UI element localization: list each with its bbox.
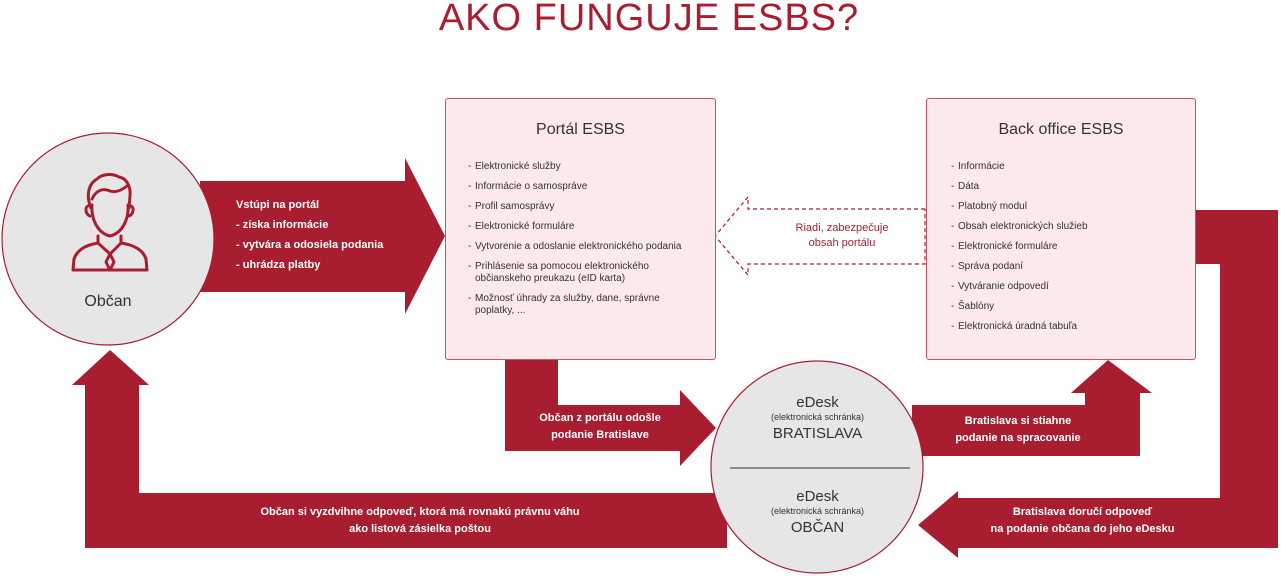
list-item: Možnosť úhrady za služby, dane, správne … (468, 293, 670, 317)
list-item: Platobný modul (951, 201, 1176, 213)
pickup-line: Občan si vyzdvihne odpoveď, ktorá má rov… (260, 506, 580, 518)
list-item: Prihlásenie sa pomocou elektronického ob… (468, 261, 670, 285)
list-item: Elektronické formuláre (468, 221, 693, 233)
backoffice-title: Back office ESBS (998, 121, 1124, 138)
enter-portal-item: - vytvára a odosiela podania (236, 239, 384, 251)
edesk-citizen: eDesk (elektronická schránka) OBČAN (740, 488, 895, 539)
portal-items: Elektronické služby Informácie o samospr… (468, 161, 693, 317)
person-icon (71, 173, 149, 272)
arrow-send-to-bratislava (505, 360, 716, 466)
send-line: podanie Bratislave (551, 429, 649, 441)
enter-portal-item: - uhrádza platby (236, 259, 321, 271)
list-item: Elektronické formuláre (951, 241, 1176, 253)
edesk-subtitle: (elektronická schránka) (770, 506, 865, 516)
citizen-label: Občan (84, 293, 132, 310)
send-line: Občan z portálu odošle (539, 412, 661, 424)
arrow-enter-portal (200, 158, 445, 314)
edesk-name: eDesk (796, 488, 839, 505)
list-item: Vytváranie odpovedí (951, 281, 1176, 293)
enter-portal-label: Vstúpi na portál - získa informácie - vy… (236, 195, 383, 275)
arrow-manage-content (714, 195, 926, 277)
list-item: Elektronické služby (468, 161, 693, 173)
fetch-line: podanie na spracovanie (955, 432, 1081, 444)
deliver-label: Bratislava doručí odpoveď na podanie obč… (970, 504, 1195, 538)
fetch-label: Bratislava si stiahne podanie na spracov… (928, 413, 1108, 447)
list-item: Šablóny (951, 301, 1176, 313)
backoffice-box: Back office ESBS Informácie Dáta Platobn… (926, 98, 1196, 360)
list-item: Vytvorenie a odoslanie elektronického po… (468, 241, 693, 253)
deliver-line: Bratislava doručí odpoveď (1012, 506, 1153, 518)
portal-box: Portál ESBS Elektronické služby Informác… (445, 98, 716, 360)
edesk-circle (710, 360, 924, 574)
backoffice-items: Informácie Dáta Platobný modul Obsah ele… (951, 161, 1176, 333)
list-item: Informácie o samospráve (468, 181, 693, 193)
citizen-circle (1, 132, 215, 346)
edesk-name: eDesk (796, 394, 839, 411)
enter-portal-title: Vstúpi na portál (236, 199, 320, 211)
list-item: Informácie (951, 161, 1176, 173)
manage-content-label: Riadi, zabezpečuje obsah portálu (762, 221, 922, 251)
page-title: AKO FUNGUJE ESBS? (438, 0, 860, 39)
portal-title: Portál ESBS (536, 121, 625, 138)
list-item: Správa podaní (951, 261, 1176, 273)
send-label: Občan z portálu odošle podanie Bratislav… (515, 410, 685, 444)
enter-portal-item: - získa informácie (236, 219, 329, 231)
list-item: Profil samosprávy (468, 201, 693, 213)
pickup-line: ako listová zásielka poštou (349, 523, 491, 535)
manage-content-line: obsah portálu (808, 237, 876, 249)
pickup-label: Občan si vyzdvihne odpoveď, ktorá má rov… (230, 504, 610, 538)
fetch-line: Bratislava si stiahne (964, 415, 1072, 427)
list-item: Elektronická úradná tabuľa (951, 321, 1176, 333)
arrow-fetch-by-bratislava (912, 360, 1152, 456)
arrow-deliver-response (918, 210, 1278, 558)
list-item: Obsah elektronických služieb (951, 221, 1176, 233)
manage-content-line: Riadi, zabezpečuje (795, 222, 889, 234)
deliver-line: na podanie občana do jeho eDesku (990, 523, 1175, 535)
edesk-subtitle: (elektronická schránka) (770, 412, 865, 422)
edesk-owner: BRATISLAVA (772, 425, 863, 442)
arrow-pickup-response (72, 350, 727, 548)
edesk-bratislava: eDesk (elektronická schránka) BRATISLAVA (740, 394, 895, 445)
list-item: Dáta (951, 181, 1176, 193)
edesk-owner: OBČAN (790, 519, 845, 536)
